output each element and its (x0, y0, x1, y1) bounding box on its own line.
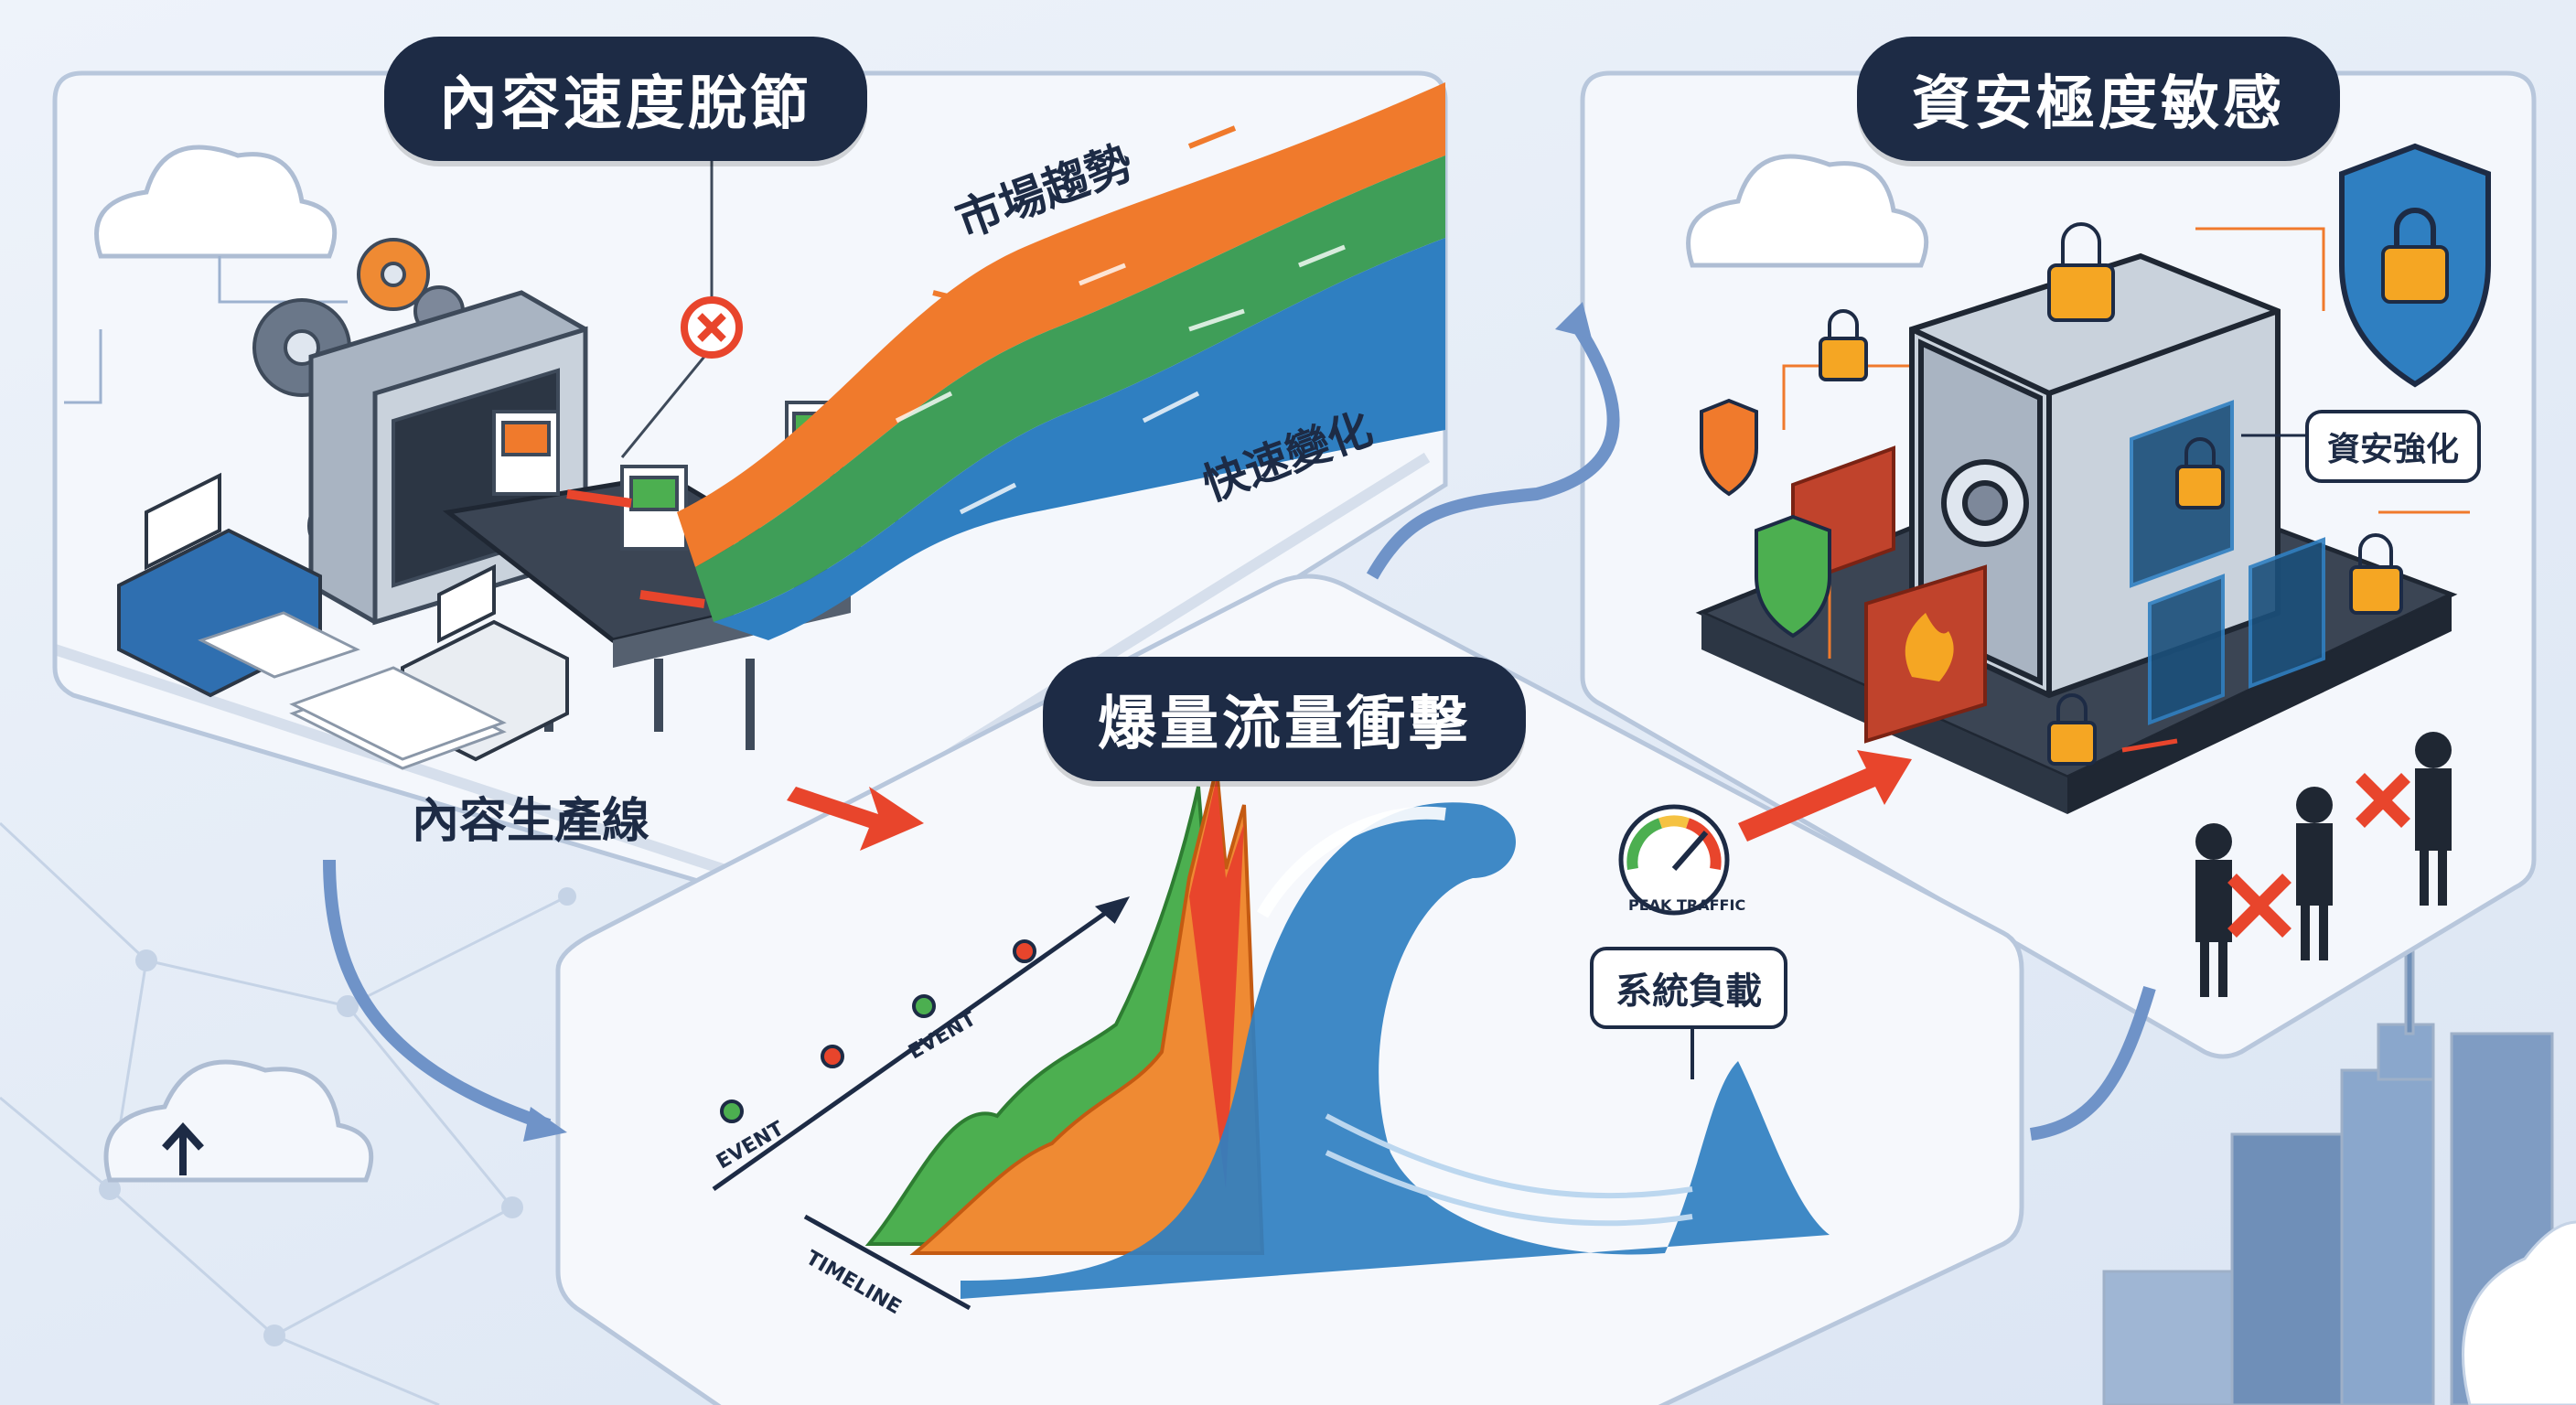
security-panel-title: 資安極度敏感 (1857, 37, 2340, 161)
close-icon (2227, 773, 2410, 938)
system-load-label: 系統負載 (1590, 947, 1787, 1029)
arrow-up-right-icon (1738, 750, 1912, 842)
security-hardening-label: 資安強化 (2305, 410, 2482, 483)
timeline-axis (712, 896, 1131, 1311)
traffic-panel-title: 爆量流量衝擊 (1043, 657, 1526, 781)
arrow-right-icon (787, 787, 924, 851)
traffic-wave (961, 802, 1830, 1299)
padlock-icon (1819, 222, 2403, 766)
attacker-figure (2195, 732, 2452, 997)
close-icon (681, 296, 743, 359)
gauge-label: PEAK TRAFFIC (1628, 896, 1746, 914)
printer-icon (117, 472, 569, 762)
gauge-icon (1618, 804, 1730, 916)
market-trend-flow (677, 82, 1445, 640)
cloud-icon (1686, 154, 1929, 268)
event-marker (720, 939, 1036, 1123)
network-nodes (99, 887, 576, 1346)
production-line-label: 內容生產線 (412, 794, 650, 849)
shield-icon (1700, 143, 2491, 638)
city-skyline (2102, 940, 2576, 1405)
network-lines (0, 821, 568, 1405)
traffic-spike-chart (864, 767, 1265, 1255)
cloud-icon (94, 145, 338, 259)
content-panel-title: 內容速度脫節 (384, 37, 867, 161)
paper-stack (198, 611, 507, 770)
upload-cloud-icon (103, 1059, 374, 1183)
